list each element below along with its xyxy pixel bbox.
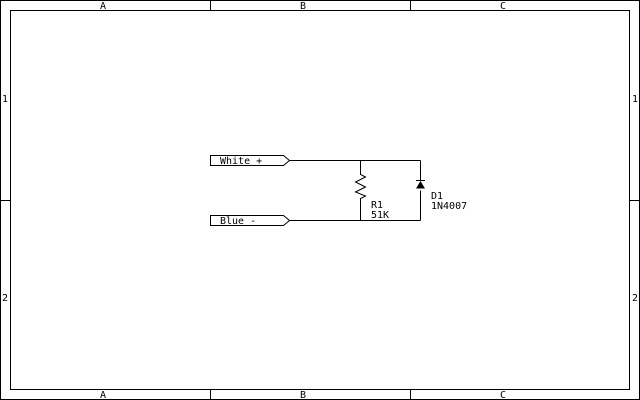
diode-value-label: 1N4007 (431, 201, 467, 212)
column-label-a: A (100, 390, 106, 400)
column-label-a: A (100, 1, 106, 12)
port-label-white: White + (220, 156, 262, 167)
port-flag[interactable] (210, 215, 291, 226)
row-label-1: 1 (632, 94, 638, 105)
inner-border (10, 10, 630, 390)
port-white-positive[interactable]: White + (210, 155, 291, 168)
row-label-2: 2 (2, 293, 8, 304)
row-label-1: 1 (2, 94, 8, 105)
column-label-b: B (300, 390, 306, 400)
column-label-c: C (500, 1, 506, 12)
resistor-icon[interactable] (354, 170, 367, 201)
port-label-blue: Blue - (220, 216, 256, 227)
diode-d1[interactable]: D1 1N4007 (416, 180, 467, 213)
diode-icon[interactable] (416, 181, 425, 189)
wires (289, 160, 421, 221)
row-label-2: 2 (632, 293, 638, 304)
resistor-ref-label: R1 (371, 200, 383, 211)
resistor-r1[interactable]: R1 51K (354, 170, 390, 222)
column-label-b: B (300, 1, 306, 12)
port-flag[interactable] (210, 155, 291, 166)
column-label-c: C (500, 390, 506, 400)
port-blue-negative[interactable]: Blue - (210, 215, 291, 228)
resistor-value-label: 51K (371, 210, 389, 221)
diode-ref-label: D1 (431, 191, 443, 202)
